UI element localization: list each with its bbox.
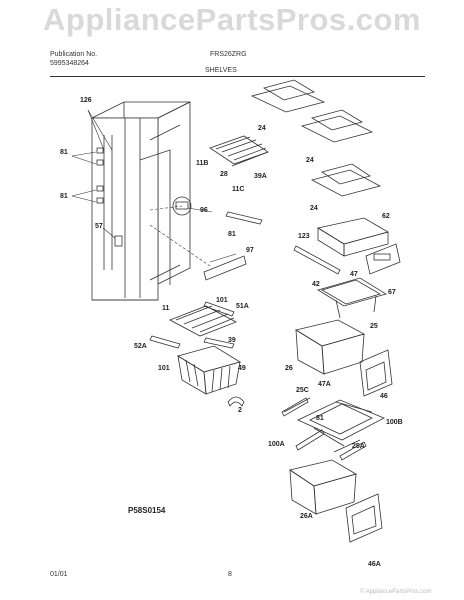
callout-100b: 100B [386, 419, 403, 426]
side-brackets [96, 147, 192, 216]
callout-46a: 46A [368, 561, 381, 568]
publication-number: 5995348264 [50, 60, 89, 67]
lower-rails [281, 397, 367, 461]
callout-25c: 25C [296, 387, 309, 394]
crisper-frame-47 [317, 277, 387, 319]
callout-11b: 11B [196, 160, 208, 167]
callout-25a: 25A [352, 443, 365, 450]
callout-81-upper: 81 [60, 149, 68, 156]
section-title: SHELVES [205, 67, 237, 74]
crisper-bin-26 [294, 319, 366, 375]
callout-39a: 39A [254, 173, 267, 180]
callout-25: 25 [370, 323, 378, 330]
drawer-front-46 [359, 349, 393, 397]
callout-97: 97 [246, 247, 254, 254]
shelf-supports [149, 301, 235, 349]
drawer-front-67 [365, 243, 401, 275]
header-rule [50, 76, 425, 77]
callout-39: 39 [228, 337, 236, 344]
callout-96: 96 [200, 207, 208, 214]
wire-basket-49 [177, 345, 241, 395]
watermark-bottom: © AppliancePartsPros.com [360, 589, 432, 595]
callout-52a: 52A [134, 343, 147, 350]
trim-piece-97 [203, 255, 247, 281]
footer-date: 01/01 [50, 571, 68, 578]
callout-24-c: 24 [310, 205, 318, 212]
callout-101-lower: 101 [158, 365, 170, 372]
callout-28: 28 [220, 171, 228, 178]
callout-67: 67 [388, 289, 396, 296]
callout-81-lower: 81 [60, 193, 68, 200]
callout-11: 11 [162, 305, 170, 312]
rail-123 [293, 245, 341, 275]
callout-42: 42 [312, 281, 320, 288]
callout-57: 57 [95, 223, 103, 230]
wire-shelf-11b [209, 135, 269, 167]
callout-26: 26 [285, 365, 293, 372]
callout-101-upper: 101 [216, 297, 228, 304]
callout-24-a: 24 [258, 125, 266, 132]
glass-shelf-24 [250, 79, 382, 197]
callout-62: 62 [382, 213, 390, 220]
callout-47a: 47A [318, 381, 331, 388]
callout-labels: 126 81 81 57 11B 28 39A 11C 96 81 97 24 … [60, 97, 403, 568]
callout-49: 49 [238, 365, 246, 372]
callout-47: 47 [350, 271, 358, 278]
callout-46: 46 [380, 393, 388, 400]
callout-51a: 51A [236, 303, 249, 310]
callout-81-bottom: 81 [316, 415, 324, 422]
crisper-bin-26a [289, 459, 358, 515]
watermark-logo: AppliancePartsPros.com [43, 2, 421, 37]
publication-label: Publication No. [50, 51, 98, 58]
callout-2: 2 [238, 407, 242, 414]
callout-24-b: 24 [306, 157, 314, 164]
callout-26a: 26A [300, 513, 313, 520]
callout-11c: 11C [232, 186, 244, 193]
callout-126: 126 [80, 97, 92, 104]
shelf-support-11c [225, 211, 263, 225]
footer-page-number: 8 [228, 571, 232, 578]
wire-shelf-11 [169, 305, 237, 337]
basket-handle-2 [227, 396, 245, 407]
callout-81-mid: 81 [228, 231, 236, 238]
drawer-front-46a [345, 493, 383, 543]
callout-123: 123 [298, 233, 310, 240]
diagram-reference: P58S0154 [128, 506, 166, 515]
model-number: FRS26ZRG [210, 51, 247, 58]
crisper-cover-62 [316, 217, 390, 257]
glass-shelf-47a [283, 397, 385, 453]
cabinet-drawing [91, 101, 191, 301]
callout-100a: 100A [268, 441, 285, 448]
leader-lines [71, 109, 237, 267]
